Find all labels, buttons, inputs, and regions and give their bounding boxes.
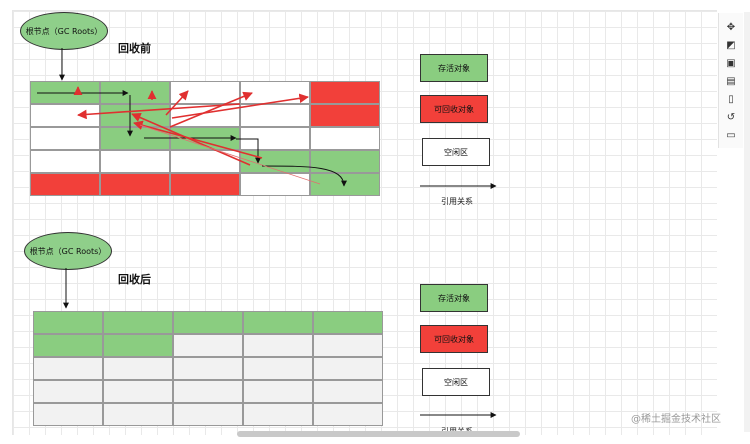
history-icon[interactable]: ↺ (726, 112, 736, 123)
heap-cell (30, 127, 100, 150)
heap-cell (313, 380, 383, 403)
heap-cell (173, 311, 243, 334)
heap-cell (313, 357, 383, 380)
heap-cell (100, 150, 170, 173)
legend-free-label-after: 空闲区 (444, 377, 468, 387)
gc-root-node-after[interactable]: 根节点（GC Roots） (24, 232, 112, 270)
heap-cell (243, 334, 313, 357)
heap-cell (103, 334, 173, 357)
heap-cell (170, 173, 240, 196)
legend-free-after: 空闲区 (422, 368, 490, 396)
legend-live-before: 存活对象 (420, 54, 488, 82)
heap-cell (313, 311, 383, 334)
heap-cell (310, 173, 380, 196)
gc-root-label-after: 根节点（GC Roots） (29, 246, 107, 256)
heap-cell (170, 81, 240, 104)
gc-root-node-before[interactable]: 根节点（GC Roots） (20, 12, 108, 50)
heap-cell (243, 311, 313, 334)
heap-cell (240, 173, 310, 196)
heap-cell (103, 357, 173, 380)
legend-free-before: 空闲区 (422, 138, 490, 166)
heap-cell (173, 380, 243, 403)
heap-cell (240, 127, 310, 150)
heap-cell (30, 150, 100, 173)
heap-cell (240, 150, 310, 173)
heap-cell (310, 127, 380, 150)
before-title: 回收前 (118, 42, 151, 55)
heap-cell (33, 403, 103, 426)
heap-cell (240, 104, 310, 127)
heap-cell (310, 150, 380, 173)
watermark: @稀土掘金技术社区 (631, 414, 721, 425)
heap-cell (103, 403, 173, 426)
right-toolbar: ✥ ◩ ▣ ▤ ▯ ↺ ▭ (718, 13, 743, 148)
document-icon[interactable]: ▯ (728, 94, 734, 105)
heap-cell (310, 81, 380, 104)
heap-cell (173, 403, 243, 426)
heap-cell (173, 357, 243, 380)
heap-cell (103, 311, 173, 334)
page-icon[interactable]: ▤ (726, 76, 736, 87)
format-icon[interactable]: ◩ (726, 40, 736, 51)
move-icon[interactable]: ✥ (726, 22, 736, 33)
legend-collectible-label: 可回收对象 (434, 104, 474, 114)
heap-cell (170, 127, 240, 150)
legend-free-label: 空闲区 (444, 147, 468, 157)
heap-cell (170, 150, 240, 173)
heap-cell (100, 81, 170, 104)
heap-cell (170, 104, 240, 127)
heap-cell (33, 380, 103, 403)
heap-cell (313, 334, 383, 357)
heap-cell (243, 380, 313, 403)
legend-live-label-after: 存活对象 (438, 293, 470, 303)
heap-cell (240, 81, 310, 104)
heap-cell (33, 311, 103, 334)
heap-cell (100, 104, 170, 127)
heap-cell (103, 380, 173, 403)
heap-cell (173, 334, 243, 357)
shapes-icon[interactable]: ▣ (726, 58, 736, 69)
heap-cell (310, 104, 380, 127)
heap-cell (313, 403, 383, 426)
legend-reference-arrow-after (420, 412, 497, 418)
heap-cell (30, 81, 100, 104)
heap-cell (100, 127, 170, 150)
heap-cell (243, 403, 313, 426)
after-title: 回收后 (118, 273, 151, 286)
comment-icon[interactable]: ▭ (726, 130, 736, 141)
legend-collectible-label-after: 可回收对象 (434, 334, 474, 344)
heap-cell (243, 357, 313, 380)
legend-live-after: 存活对象 (420, 284, 488, 312)
legend-collectible-after: 可回收对象 (420, 325, 488, 353)
legend-reference-arrow-before (420, 183, 497, 189)
horizontal-scrollbar[interactable] (237, 431, 520, 437)
heap-cell (33, 357, 103, 380)
gc-root-label-before: 根节点（GC Roots） (25, 26, 103, 36)
heap-cell (30, 173, 100, 196)
vertical-scrollbar[interactable] (744, 12, 750, 432)
heap-cell (33, 334, 103, 357)
legend-collectible-before: 可回收对象 (420, 95, 488, 123)
heap-cell (30, 104, 100, 127)
legend-reference-label-before: 引用关系 (441, 197, 473, 206)
legend-live-label: 存活对象 (438, 63, 470, 73)
heap-cell (100, 173, 170, 196)
